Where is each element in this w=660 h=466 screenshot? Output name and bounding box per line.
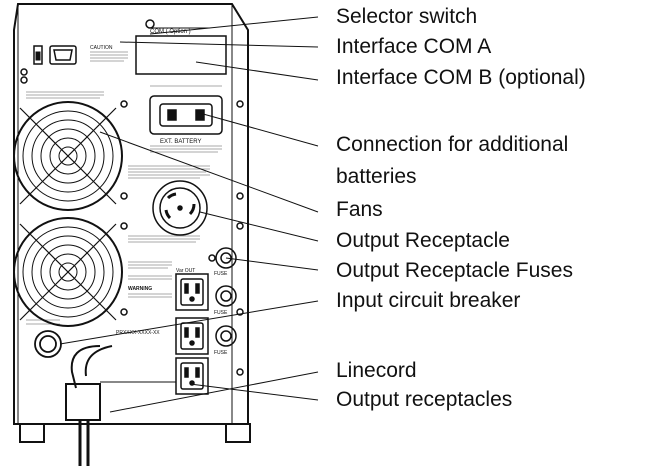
outlet-icon — [175, 317, 209, 355]
warning-text: WARNING — [128, 286, 152, 292]
leader-lines — [59, 16, 319, 413]
outlet-icon — [175, 273, 209, 311]
label-output-receptacles: Output receptacles — [336, 388, 513, 411]
label-input-circuit-breaker: Input circuit breaker — [336, 289, 521, 312]
label-output-receptacle-fuses: Output Receptacle Fuses — [336, 259, 573, 282]
ups-cabinet — [13, 3, 251, 443]
fan-icon — [13, 101, 123, 211]
circuit-breaker — [34, 330, 62, 358]
label-interface-com-a: Interface COM A — [336, 35, 492, 58]
label-additional-batteries-line2: batteries — [336, 165, 417, 188]
com-b-slot — [135, 27, 227, 75]
com-a-port — [49, 45, 77, 65]
label-selector-switch: Selector switch — [336, 5, 478, 28]
serial-text: PRXXXX-XXXX-XX — [116, 330, 160, 336]
label-interface-com-b: Interface COM B (optional) — [336, 66, 586, 89]
fuse-text-1: FUSE — [214, 271, 228, 277]
label-linecord: Linecord — [336, 359, 417, 382]
linecord — [65, 345, 176, 466]
fuse-icon — [215, 247, 237, 347]
screw-icons — [20, 19, 244, 376]
fan-icon — [13, 217, 123, 327]
output-receptacle — [152, 180, 208, 236]
caution-text: CAUTION — [90, 45, 113, 51]
fuse-text-3: FUSE — [214, 350, 228, 356]
label-additional-batteries-line1: Connection for additional — [336, 133, 569, 156]
label-fans: Fans — [336, 198, 383, 221]
label-output-receptacle: Output Receptacle — [336, 229, 510, 252]
outlet-icon — [175, 357, 209, 395]
fuse-text-2: FUSE — [214, 310, 228, 316]
ext-battery-text: EXT. BATTERY — [160, 139, 201, 145]
var-out-text: Var OUT — [176, 268, 195, 274]
label-text-blocks — [26, 51, 222, 325]
selector-switch — [33, 45, 43, 65]
battery-connector — [149, 95, 223, 135]
